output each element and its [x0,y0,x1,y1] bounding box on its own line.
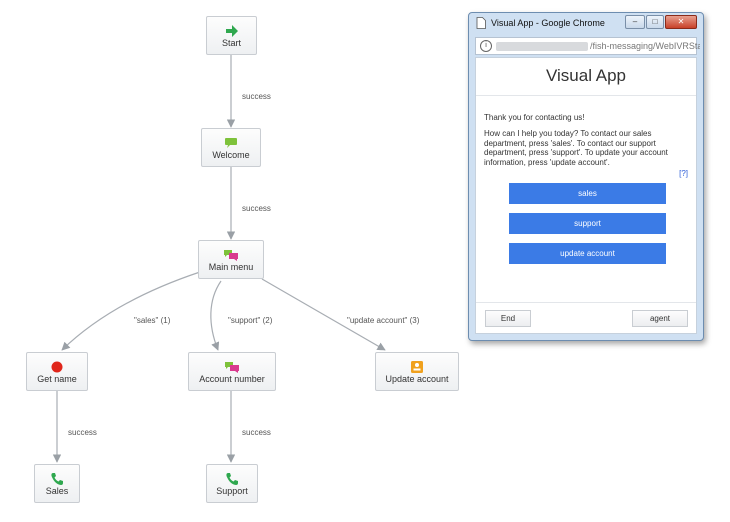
node-label: Sales [45,486,69,496]
document-icon [476,17,486,29]
node-label: Account number [199,374,265,384]
chrome-popup-window: Visual App - Google Chrome – □ ✕ i /fish… [468,12,704,341]
edge-menu-getname [61,271,201,351]
close-button[interactable]: ✕ [665,15,697,29]
blurred-host [496,42,588,51]
edge-menu-accnum [210,280,222,351]
divider [476,302,696,303]
node-start[interactable]: Start [206,16,257,55]
end-button[interactable]: End [485,310,531,327]
node-label: Main menu [208,262,254,272]
maximize-icon: □ [652,17,658,26]
phone-icon [226,473,238,485]
choice-update-account-button[interactable]: update account [509,243,666,264]
page-content: Visual App Thank you for contacting us! … [475,57,697,334]
agent-button[interactable]: agent [632,310,688,327]
window-titlebar[interactable]: Visual App - Google Chrome – □ ✕ [469,13,703,35]
minimize-button[interactable]: – [625,15,645,29]
node-sales[interactable]: Sales [34,464,80,503]
node-label: Start [221,38,241,48]
divider [476,95,696,96]
edge-label: success [242,92,271,101]
edge-label: success [68,428,97,437]
node-label: Welcome [212,150,250,160]
greeting-text: Thank you for contacting us! [484,113,585,122]
edge-label: "sales" (1) [134,316,171,325]
multi-bubble-icon [224,250,238,261]
edge-menu-update [261,278,386,351]
close-icon: ✕ [677,17,685,26]
node-update-account[interactable]: Update account [375,352,459,391]
maximize-button[interactable]: □ [646,15,664,29]
minimize-icon: – [632,17,638,26]
node-main-menu[interactable]: Main menu [198,240,264,279]
url-path: /fish-messaging/WebIVRStar [590,41,700,51]
node-get-name[interactable]: Get name [26,352,88,391]
edge-label: success [242,428,271,437]
edge-label: "support" (2) [228,316,273,325]
choice-support-button[interactable]: support [509,213,666,234]
window-title: Visual App - Google Chrome [491,18,605,28]
app-title: Visual App [545,66,627,85]
node-label: Update account [385,374,449,384]
multi-bubble-icon [225,362,239,373]
orange-form-icon [411,361,423,373]
green-arrow-icon [225,25,238,37]
edge-label: "update account" (3) [347,316,420,325]
address-bar[interactable]: i /fish-messaging/WebIVRStar [475,37,700,55]
choice-sales-button[interactable]: sales [509,183,666,204]
node-welcome[interactable]: Welcome [201,128,261,167]
info-icon: i [480,40,492,52]
phone-icon [51,473,63,485]
prompt-text: How can I help you today? To contact our… [484,129,668,167]
node-label: Support [216,486,248,496]
red-dot-icon [51,361,63,373]
speech-bubble-icon [225,138,237,148]
node-account-number[interactable]: Account number [188,352,276,391]
node-support[interactable]: Support [206,464,258,503]
node-label: Get name [37,374,77,384]
help-link[interactable]: [?] [679,169,688,178]
edge-label: success [242,204,271,213]
